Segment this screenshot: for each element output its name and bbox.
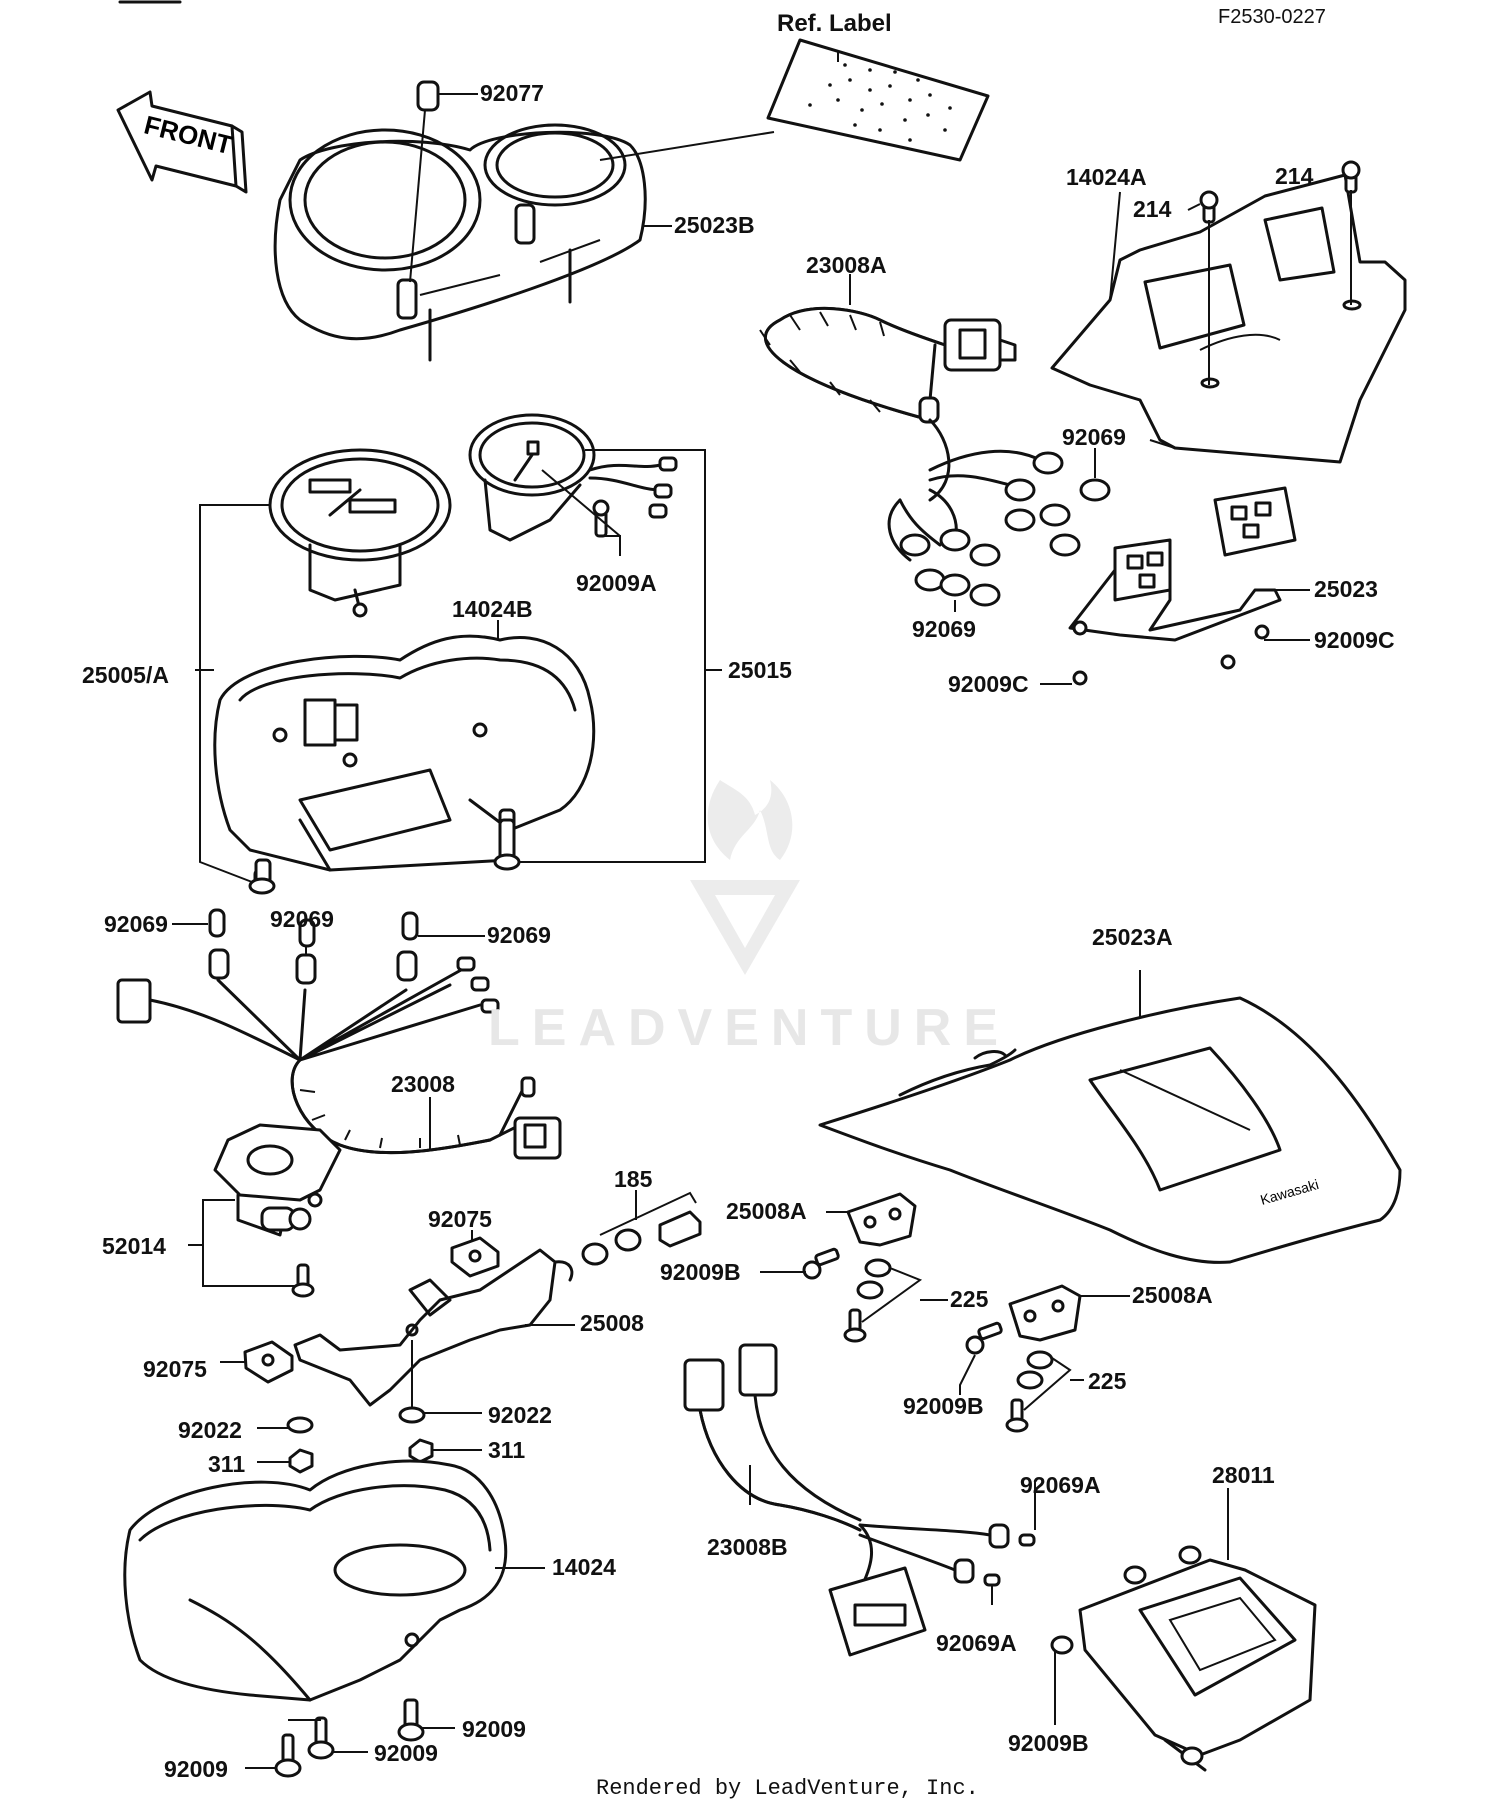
meter-case-14024b	[213, 634, 596, 894]
nut-311-right	[408, 1438, 434, 1464]
rubber-grommet-92075-lower	[243, 1340, 294, 1384]
part-label-92075-upper: 92075	[428, 1206, 492, 1232]
part-label-92069-upper: 92069	[1062, 424, 1126, 450]
nut-311-left	[288, 1448, 314, 1474]
part-label-92069a-lower: 92069A	[936, 1630, 1017, 1656]
part-label-92009b-lower: 92009B	[1008, 1730, 1089, 1756]
part-label-25005a: 25005/A	[82, 662, 169, 688]
part-label-92009b-upper: 92009B	[660, 1259, 741, 1285]
part-label-92075-lower: 92075	[143, 1356, 207, 1382]
part-label-23008a: 23008A	[806, 252, 887, 278]
part-label-92069-harness-left: 92069	[104, 911, 168, 937]
meter-case-14024	[123, 1459, 508, 1742]
harness-23008	[116, 908, 562, 1160]
part-label-25008: 25008	[580, 1310, 644, 1336]
part-label-225-lower: 225	[1088, 1368, 1127, 1394]
figure-code: F2530-0227	[1218, 6, 1326, 28]
screw-92009-lower-right-case	[493, 818, 521, 871]
rubber-grommet-92075-upper	[450, 1236, 500, 1278]
part-label-14024a: 14024A	[1066, 164, 1147, 190]
part-label-92009-bottom-left: 92009	[164, 1756, 228, 1782]
part-label-214-left: 214	[1133, 196, 1172, 222]
tachometer-25015	[468, 413, 678, 542]
sensor-52014	[213, 1123, 342, 1298]
washers-225-lower	[1005, 1350, 1054, 1433]
part-label-25023: 25023	[1314, 576, 1378, 602]
part-label-92009-right: 92009	[462, 1716, 526, 1742]
part-label-92022-left: 92022	[178, 1417, 242, 1443]
meter-cover-25023b	[273, 80, 647, 362]
part-label-25015: 25015	[728, 657, 792, 683]
part-label-25023b: 25023B	[674, 212, 755, 238]
part-label-28011: 28011	[1212, 1462, 1275, 1488]
screw-92009-bottom-right	[307, 1716, 335, 1760]
part-label-14024: 14024	[552, 1554, 616, 1580]
part-label-92009-bottom-middle: 92009	[374, 1740, 438, 1766]
part-label-92069-lower: 92069	[912, 616, 976, 642]
part-label-311-left: 311	[208, 1451, 246, 1477]
ref-label-sheet	[766, 38, 990, 162]
harness-23008a	[759, 307, 1042, 562]
footer-credit: Rendered by LeadVenture, Inc.	[596, 1776, 979, 1801]
upper-cover-14024a	[1050, 160, 1407, 464]
part-label-23008: 23008	[391, 1071, 455, 1097]
part-label-92009a: 92009A	[576, 570, 657, 596]
part-label-311-right: 311	[488, 1437, 526, 1463]
washer-92022-left	[286, 1416, 314, 1434]
plate-25008a-lower	[1008, 1284, 1082, 1342]
screw-92009-bottom-left	[274, 1733, 302, 1778]
washers-225-upper	[843, 1258, 892, 1343]
watermark-logo-icon	[690, 780, 800, 975]
part-label-25008a-upper: 25008A	[726, 1198, 807, 1224]
part-label-92069-harness-middle: 92069	[270, 906, 334, 932]
bolt-set-185	[581, 1210, 702, 1266]
watermark-text: LEADVENTURE	[488, 999, 1011, 1057]
part-label-92009c-right: 92009C	[1314, 627, 1395, 653]
part-label-23008b: 23008B	[707, 1534, 788, 1560]
part-label-92069a-upper: 92069A	[1020, 1472, 1101, 1498]
screw-92009b-middle	[965, 1321, 1003, 1355]
bulb-sockets-upper-right	[899, 451, 1111, 607]
screw-92009b-upper	[802, 1247, 840, 1280]
fuel-gauge-28011	[1050, 1545, 1317, 1772]
part-label-92022-right: 92022	[488, 1402, 552, 1428]
harness-23008b	[683, 1343, 1036, 1657]
part-label-92009c-left: 92009C	[948, 671, 1029, 697]
part-label-92069-harness-right: 92069	[487, 922, 551, 948]
speedometer-25005a	[268, 448, 452, 618]
part-label-25008a-lower: 25008A	[1132, 1282, 1213, 1308]
part-label-25023a: 25023A	[1092, 924, 1173, 950]
screw-92009-lower-left-case	[248, 858, 276, 895]
meter-bracket-25008	[293, 1248, 574, 1407]
part-label-52014: 52014	[102, 1233, 166, 1259]
part-label-225-upper: 225	[950, 1286, 989, 1312]
indicator-bracket-25023	[1068, 486, 1297, 670]
washer-92022-right	[398, 1406, 426, 1424]
part-label-185: 185	[614, 1166, 653, 1192]
lower-cover-25023a: Kawasaki	[818, 996, 1402, 1264]
part-label-14024b: 14024B	[452, 596, 533, 622]
front-arrow-icon: FRONT	[116, 90, 248, 194]
part-label-214-right: 214	[1275, 163, 1314, 189]
plate-25008a-upper	[846, 1192, 917, 1247]
ref-label-title: Ref. Label	[777, 10, 892, 37]
part-label-92077: 92077	[480, 80, 544, 106]
part-label-92009b-middle: 92009B	[903, 1393, 984, 1419]
